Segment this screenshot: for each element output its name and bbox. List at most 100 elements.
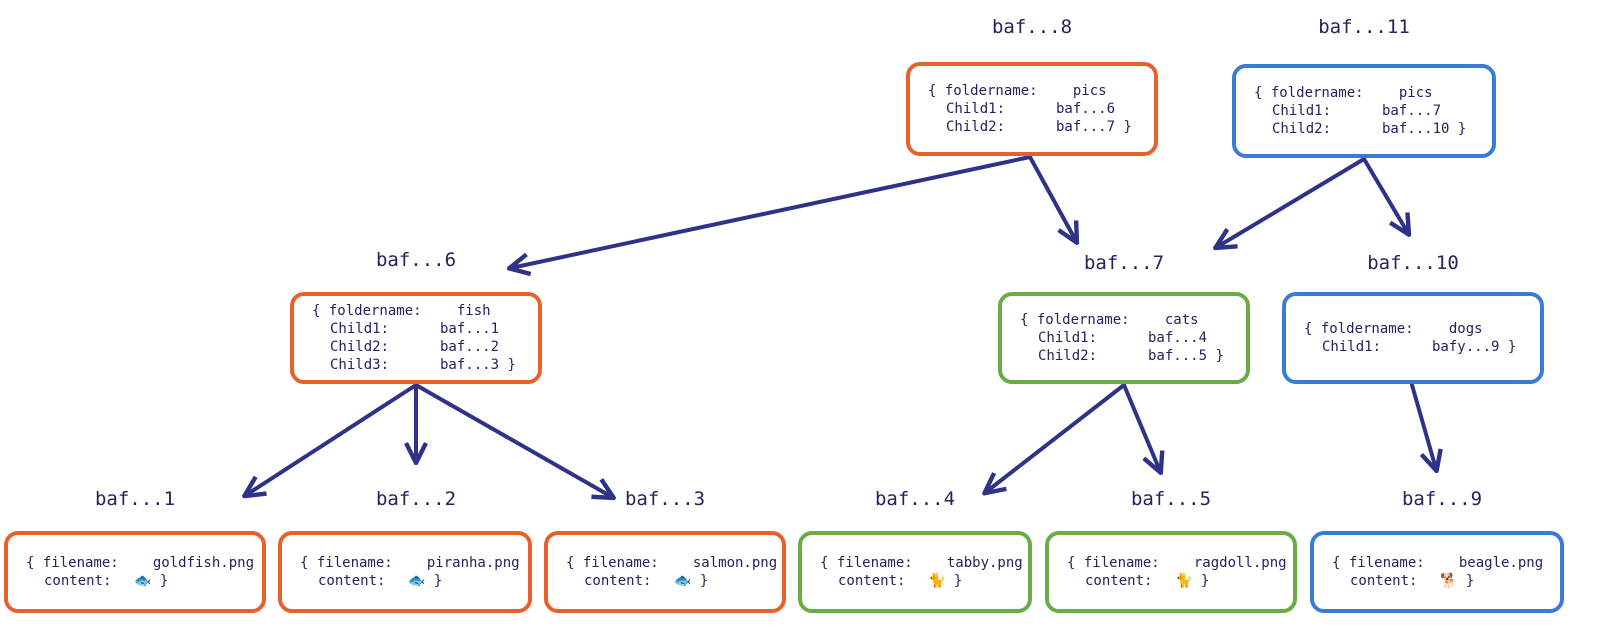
- name-key: filename:: [1083, 555, 1160, 571]
- child-key: Child1:: [946, 101, 1006, 117]
- open-brace: {: [566, 555, 583, 571]
- child-key: Child3:: [330, 357, 390, 373]
- cid-label-n5: baf...5: [1130, 488, 1212, 510]
- cid-label-n3: baf...3: [624, 488, 706, 510]
- record-name-row: { foldername: fish: [312, 302, 516, 320]
- cid-label-n8: baf...8: [991, 16, 1073, 38]
- child-row: Child1: baf...1: [312, 320, 516, 338]
- name-key: filename:: [1348, 555, 1425, 571]
- close-brace: }: [1499, 339, 1517, 355]
- name-value: ragdoll.png: [1193, 555, 1287, 571]
- close-brace: }: [499, 357, 516, 373]
- name-value: cats: [1164, 312, 1199, 328]
- child-key: Child2:: [946, 119, 1006, 135]
- name-key: foldername:: [1320, 321, 1414, 337]
- child-link: baf...3: [440, 357, 500, 373]
- name-value: goldfish.png: [152, 555, 255, 571]
- record-name-row: { foldername: dogs: [1304, 320, 1516, 338]
- edge-n8-to-n6: [511, 155, 1032, 268]
- child-row: Child1: bafy...9 }: [1304, 338, 1516, 356]
- edge-n11-to-n10: [1362, 157, 1408, 233]
- name-value: dogs: [1448, 321, 1483, 337]
- content-key: content:: [1350, 573, 1418, 589]
- name-key: foldername:: [944, 83, 1038, 99]
- child-key: Child2:: [1038, 348, 1098, 364]
- close-brace: }: [151, 573, 169, 589]
- open-brace: {: [1304, 321, 1321, 337]
- content-row: content:🐈 }: [820, 572, 1023, 590]
- cid-label-n6: baf...6: [375, 249, 457, 271]
- edge-n7-to-n4: [986, 383, 1126, 492]
- cat-icon: 🐈: [1175, 573, 1193, 589]
- child-link: bafy...9: [1432, 339, 1500, 355]
- child-link: baf...7: [1382, 103, 1442, 119]
- open-brace: {: [300, 555, 317, 571]
- edge-n10-to-n9: [1410, 383, 1436, 469]
- child-key: Child1:: [330, 321, 390, 337]
- child-row: Child2:baf...2: [312, 338, 516, 356]
- name-key: foldername:: [1036, 312, 1130, 328]
- child-link: baf...7: [1056, 119, 1116, 135]
- record-name-row: { filename:goldfish.png: [26, 554, 254, 572]
- fish-icon: 🐟: [408, 573, 426, 589]
- cat-icon: 🐈: [928, 573, 946, 589]
- content-row: content:🐈 }: [1067, 572, 1287, 590]
- record-name-row: { foldername:pics: [1254, 84, 1466, 102]
- content-row: content:🐟 }: [300, 572, 520, 590]
- record-name-row: { filename:tabby.png: [820, 554, 1023, 572]
- cid-label-n10: baf...10: [1367, 252, 1459, 274]
- open-brace: {: [1067, 555, 1084, 571]
- close-brace: }: [1207, 348, 1224, 364]
- cid-label-n11: baf...11: [1318, 16, 1410, 38]
- edge-n8-to-n7: [1028, 155, 1076, 241]
- name-value: piranha.png: [426, 555, 520, 571]
- open-brace: {: [1332, 555, 1349, 571]
- child-row: Child2:baf...7 }: [928, 118, 1132, 136]
- child-link: baf...4: [1148, 330, 1208, 346]
- cid-label-n1: baf...1: [94, 488, 176, 510]
- content-row: content:🐕 }: [1332, 572, 1543, 590]
- child-row: Child2:baf...10 }: [1254, 120, 1466, 138]
- child-row: Child1: baf...6: [928, 100, 1132, 118]
- edge-n6-to-n1: [246, 383, 418, 495]
- name-value: beagle.png: [1458, 555, 1544, 571]
- open-brace: {: [1020, 312, 1037, 328]
- record-name-row: { filename:salmon.png: [566, 554, 777, 572]
- close-brace: }: [1457, 573, 1475, 589]
- content-key: content:: [584, 573, 652, 589]
- child-row: Child3: baf...3 }: [312, 356, 516, 374]
- open-brace: {: [928, 83, 945, 99]
- child-link: baf...1: [440, 321, 500, 337]
- content-key: content:: [318, 573, 386, 589]
- record-name-row: { filename:piranha.png: [300, 554, 520, 572]
- name-key: filename:: [42, 555, 119, 571]
- cid-label-n9: baf...9: [1401, 488, 1483, 510]
- name-value: fish: [456, 303, 491, 319]
- edge-n7-to-n5: [1122, 383, 1160, 471]
- record-name-row: { foldername: cats: [1020, 311, 1224, 329]
- child-link: baf...6: [1056, 101, 1116, 117]
- close-brace: }: [945, 573, 963, 589]
- cid-label-n7: baf...7: [1083, 252, 1165, 274]
- name-key: foldername:: [328, 303, 422, 319]
- open-brace: {: [312, 303, 329, 319]
- child-key: Child2:: [1272, 121, 1332, 137]
- cid-label-n4: baf...4: [874, 488, 956, 510]
- edge-n6-to-n3: [414, 383, 612, 497]
- child-key: Child1:: [1322, 339, 1382, 355]
